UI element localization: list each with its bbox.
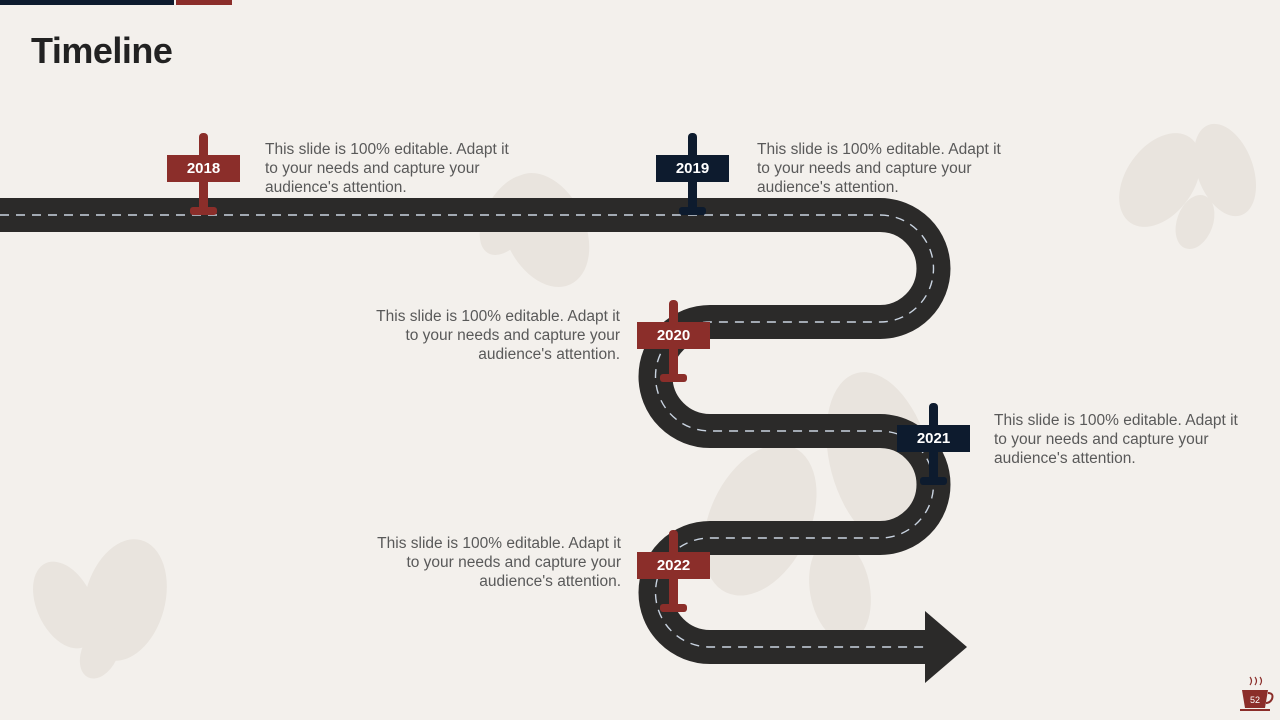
page-title: Timeline (31, 30, 173, 71)
road-arrow-head (925, 611, 967, 683)
milestone-description-2021: This slide is 100% editable. Adapt it to… (994, 412, 1238, 467)
year-label-2020: 2020 (637, 322, 710, 349)
year-label-2019: 2019 (656, 155, 729, 182)
milestone-description-2022: This slide is 100% editable. Adapt it to… (377, 535, 621, 590)
year-label-2022: 2022 (637, 552, 710, 579)
milestone-description-2018: This slide is 100% editable. Adapt it to… (265, 141, 509, 196)
milestone-description-2020: This slide is 100% editable. Adapt it to… (376, 308, 620, 363)
coffee-cup-icon (1240, 676, 1274, 711)
top-accent-bar-red (176, 0, 232, 5)
milestone-description-2019: This slide is 100% editable. Adapt it to… (757, 141, 1001, 196)
year-label-2018: 2018 (167, 155, 240, 182)
signpost-2021 (920, 403, 947, 485)
page-number: 52 (1249, 695, 1260, 705)
top-accent-bar-dark (0, 0, 174, 5)
year-label-2021: 2021 (897, 425, 970, 452)
